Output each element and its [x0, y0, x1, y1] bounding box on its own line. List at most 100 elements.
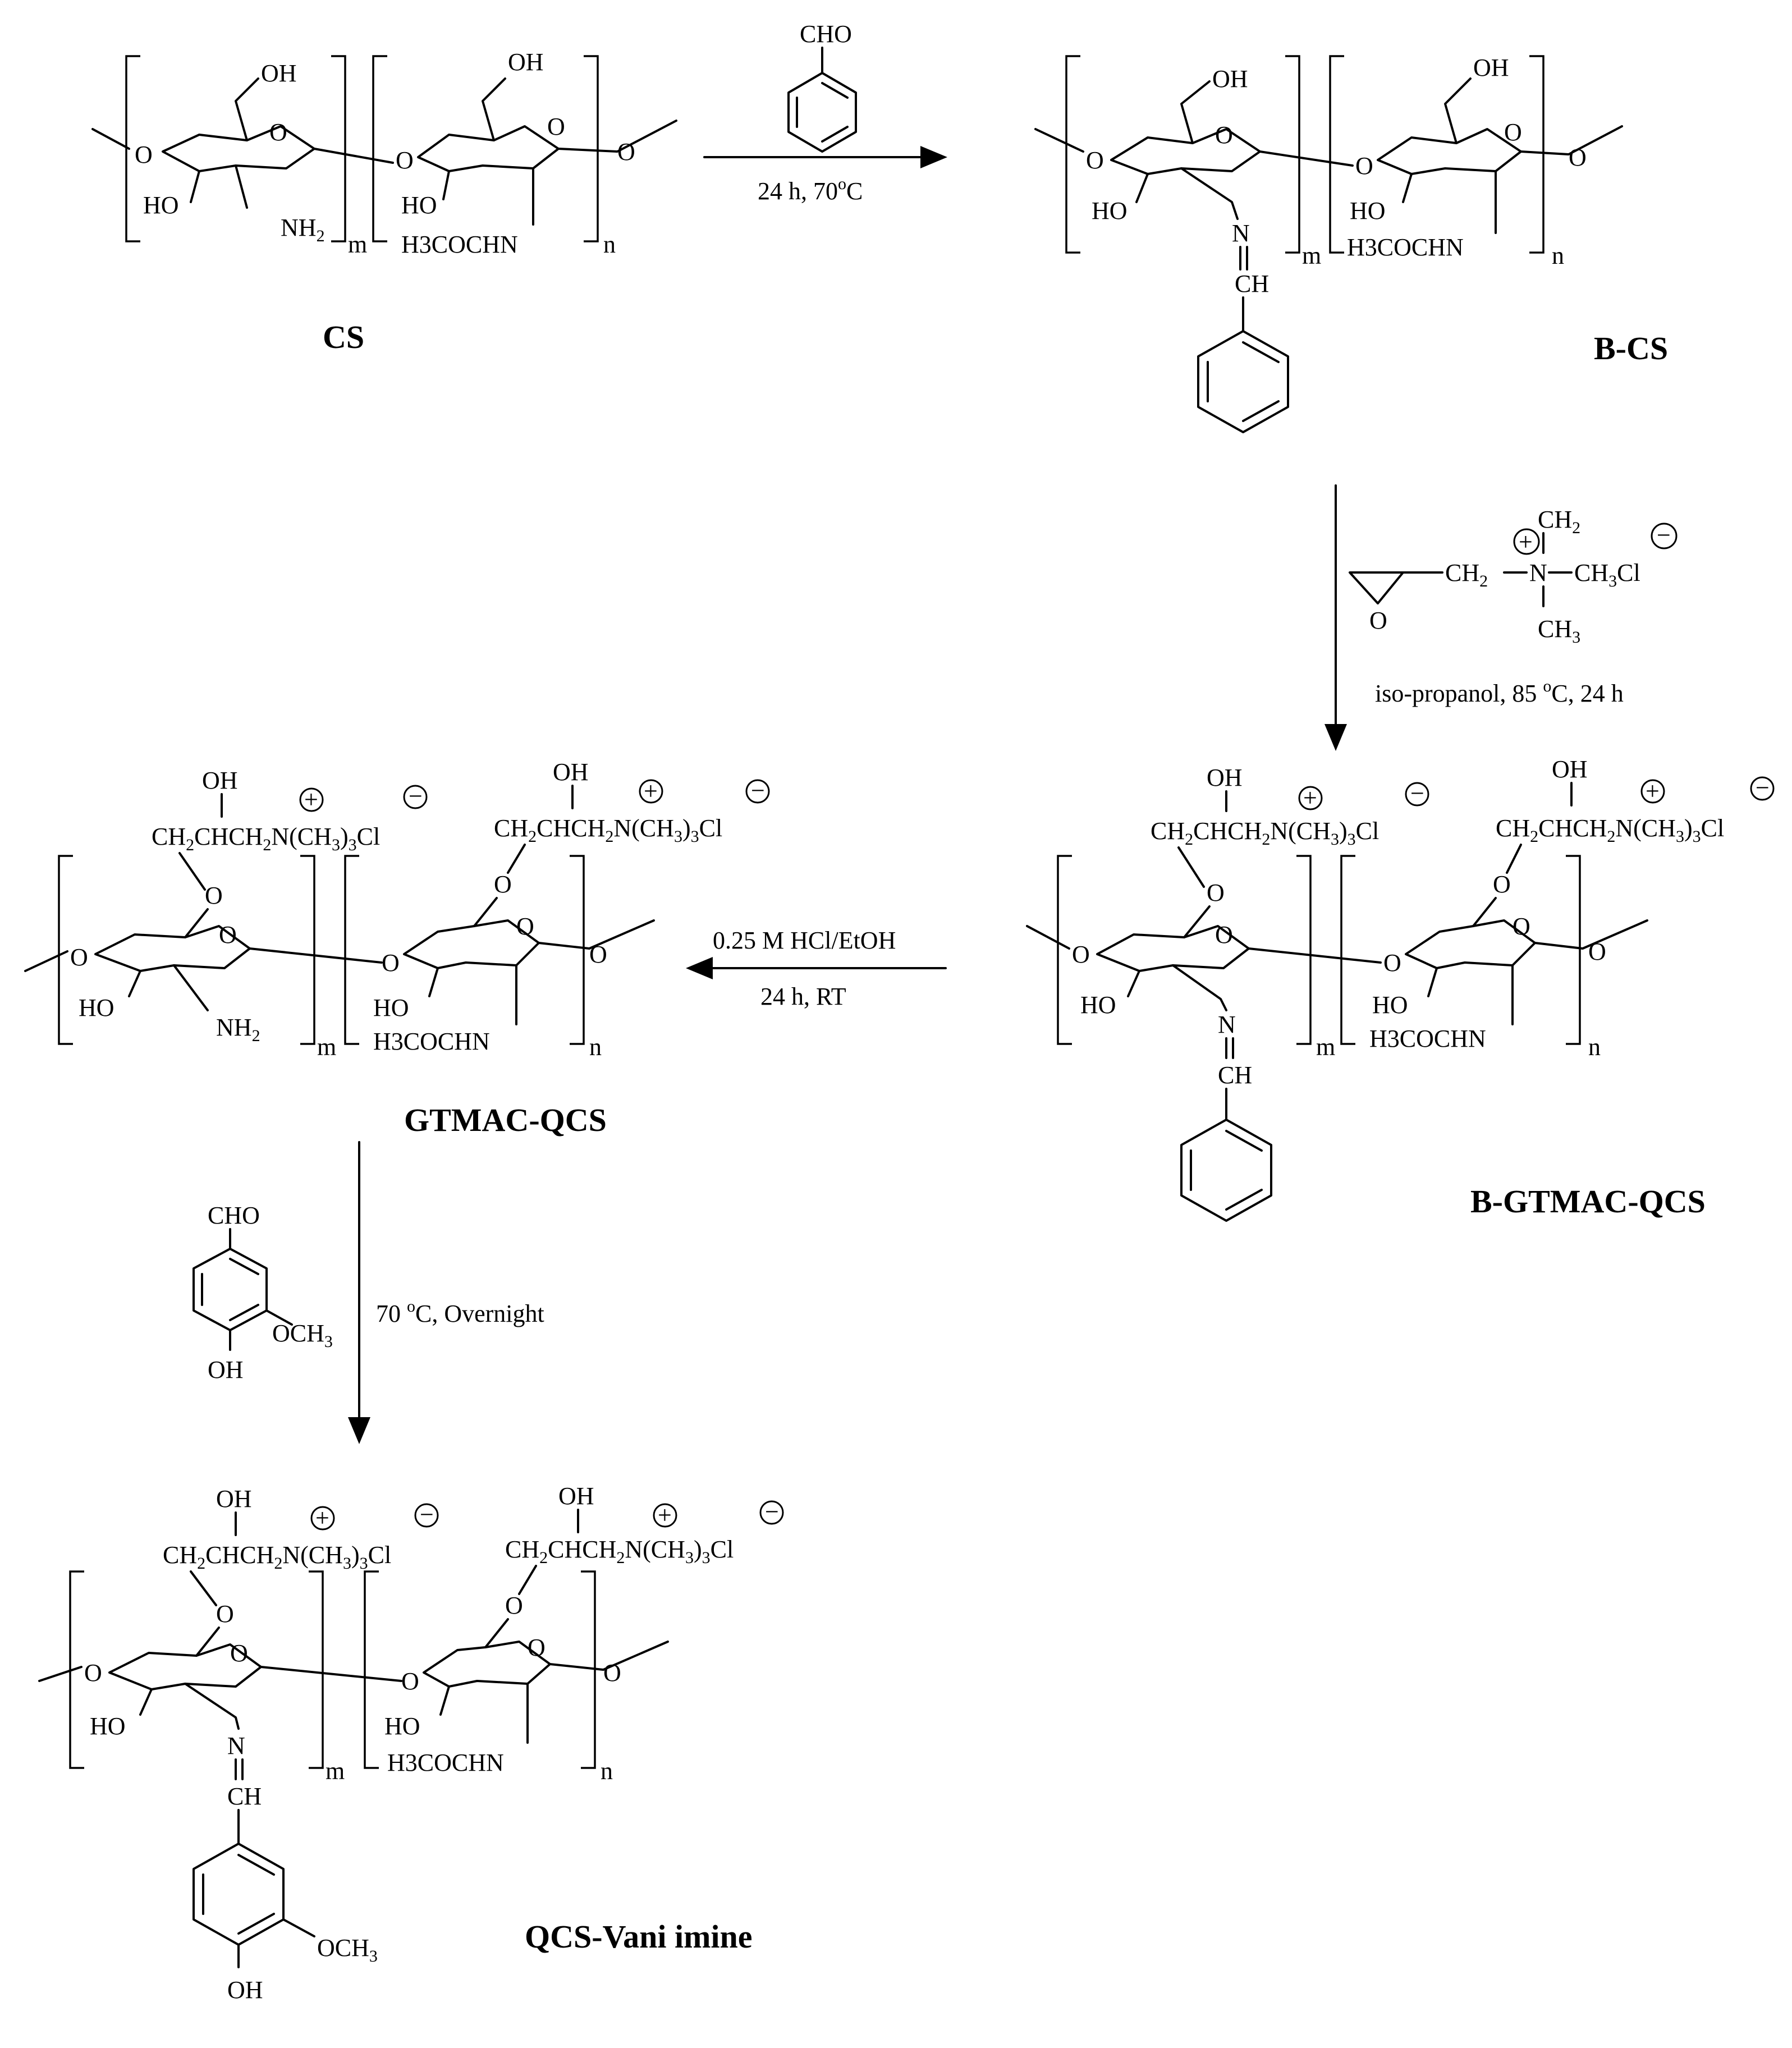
ring-o-2: O: [547, 113, 565, 140]
m-index: m: [348, 231, 367, 258]
oh-label-2: OH: [1473, 54, 1509, 81]
imine-n: N: [1218, 1011, 1236, 1038]
o-linker: O: [70, 943, 88, 971]
sidechain-text-2: CH2CHCH2N(CH3)3Cl: [1496, 814, 1724, 846]
acetamido-label: H3COCHN: [1369, 1025, 1486, 1052]
n-index: n: [1552, 242, 1564, 269]
glycosidic-o: O: [396, 146, 414, 174]
ho-label: HO: [90, 1712, 126, 1740]
reagent-ch3cl: CH3Cl: [1574, 559, 1640, 590]
glycosidic-o: O: [1355, 152, 1373, 180]
ho-label: HO: [143, 191, 179, 219]
step1-condition: 24 h, 70oC: [758, 175, 863, 205]
title-b-cs: B-CS: [1594, 330, 1668, 366]
ring-o: O: [1215, 921, 1233, 949]
ring-o: O: [230, 1639, 248, 1667]
glycosidic-o: O: [401, 1667, 419, 1695]
ho-label-2: HO: [401, 191, 437, 219]
compound-b-gtmac-qcs: OH CH2CHCH2N(CH3)3Cl + − O OH CH2CHCH2N(…: [1026, 755, 1775, 1222]
nh2-label: NH2: [216, 1014, 260, 1045]
minus-sign: −: [420, 1501, 434, 1528]
sidechain-oh: OH: [1207, 764, 1243, 791]
plus-charge-icon-2: [639, 779, 663, 804]
ring-o: O: [1215, 121, 1233, 149]
minus-charge-icon: [403, 785, 428, 809]
ring-o-2: O: [528, 1634, 546, 1661]
n-index: n: [1588, 1033, 1601, 1061]
acetamido-label: H3COCHN: [401, 231, 518, 258]
plus-charge-icon-2: [653, 1503, 677, 1528]
oh-label: OH: [1212, 65, 1248, 93]
ho-label-2: HO: [1372, 991, 1408, 1019]
plus-charge-icon-2: [1640, 779, 1665, 804]
step3: 0.25 M HCl/EtOH 24 h, RT: [686, 927, 947, 1010]
ho-label-2: HO: [1350, 197, 1386, 224]
plus-sign: +: [304, 786, 318, 813]
sidechain-oh-2: OH: [558, 1482, 594, 1510]
sidechain-oh: OH: [216, 1485, 252, 1513]
minus-charge-icon: [1405, 782, 1429, 807]
o-terminal: O: [617, 138, 635, 166]
nh2-label: NH2: [281, 214, 325, 245]
title-b-gtmac-qcs: B-GTMAC-QCS: [1470, 1183, 1706, 1220]
sidechain-text-2: CH2CHCH2N(CH3)3Cl: [505, 1536, 734, 1567]
ho-label: HO: [1092, 197, 1128, 224]
step3-condition-1: 0.25 M HCl/EtOH: [713, 927, 896, 954]
sidechain-text-2: CH2CHCH2N(CH3)3Cl: [494, 814, 722, 846]
acetamido-label: H3COCHN: [387, 1749, 504, 1776]
plus-sign: +: [315, 1504, 329, 1532]
plus-charge-icon: [1513, 528, 1540, 555]
minus-charge-icon: [414, 1503, 439, 1528]
plus-sign-2: +: [658, 1501, 672, 1529]
vanillin-cho: CHO: [208, 1202, 260, 1229]
imine-ch: CH: [1235, 270, 1269, 297]
m-index: m: [317, 1033, 336, 1061]
o-linker: O: [1086, 146, 1104, 174]
cho-label: CHO: [800, 20, 852, 48]
imine-ch: CH: [1218, 1061, 1252, 1089]
ring-o-2: O: [1513, 913, 1530, 940]
epoxide-o: O: [1369, 607, 1387, 634]
compound-cs: O OH O HO NH2 m O OH O HO H3COCHN n O CS: [91, 48, 677, 355]
minus-sign: −: [1657, 521, 1671, 549]
o-terminal: O: [589, 941, 607, 968]
sidechain-text: CH2CHCH2N(CH3)3Cl: [1151, 817, 1379, 849]
title-qcs-vani-imine: QCS-Vani imine: [525, 1918, 753, 1955]
ether-o: O: [1207, 879, 1225, 906]
o-terminal: O: [603, 1659, 621, 1687]
step1: CHO 24 h, 70oC: [703, 20, 947, 205]
ring-o-2: O: [1504, 118, 1522, 146]
m-index: m: [326, 1757, 345, 1785]
glycosidic-o: O: [382, 949, 400, 977]
imine-ch: CH: [227, 1783, 262, 1810]
sidechain-text: CH2CHCH2N(CH3)3Cl: [152, 823, 380, 854]
ether-o-2: O: [1493, 870, 1511, 898]
oh-phenol: OH: [227, 1976, 263, 2004]
ether-o: O: [216, 1600, 234, 1628]
plus-sign: +: [1519, 528, 1533, 556]
n-index: n: [589, 1033, 602, 1061]
minus-sign-2: −: [1756, 774, 1770, 801]
minus-sign-2: −: [765, 1498, 779, 1525]
imine-n: N: [227, 1732, 245, 1760]
title-gtmac-qcs: GTMAC-QCS: [404, 1102, 607, 1138]
o-terminal: O: [1569, 144, 1587, 171]
ho-label-2: HO: [373, 994, 409, 1021]
n-index: n: [601, 1757, 613, 1785]
ho-label: HO: [79, 994, 114, 1021]
plus-charge-icon: [299, 787, 324, 812]
sidechain-oh-2: OH: [1552, 755, 1588, 783]
acetamido-label: H3COCHN: [373, 1028, 490, 1055]
compound-qcs-vani-imine: OH CH2CHCH2N(CH3)3Cl + − O OH CH2CHCH2N(…: [38, 1482, 784, 2004]
step4: CHO OCH3 OH 70 oC, Overnight: [193, 1141, 544, 1444]
oh-label: OH: [261, 59, 297, 87]
vanillin-och3: OCH3: [272, 1319, 333, 1351]
title-cs: CS: [323, 319, 364, 355]
step2: O CH2 N + CH2 CH3Cl − CH3 iso-propanol, …: [1324, 484, 1678, 751]
ether-o: O: [205, 882, 223, 909]
step2-condition: iso-propanol, 85 oC, 24 h: [1375, 677, 1624, 707]
sidechain-oh-2: OH: [553, 758, 589, 786]
minus-charge-icon-2: [759, 1500, 784, 1525]
o-linker: O: [135, 141, 153, 168]
